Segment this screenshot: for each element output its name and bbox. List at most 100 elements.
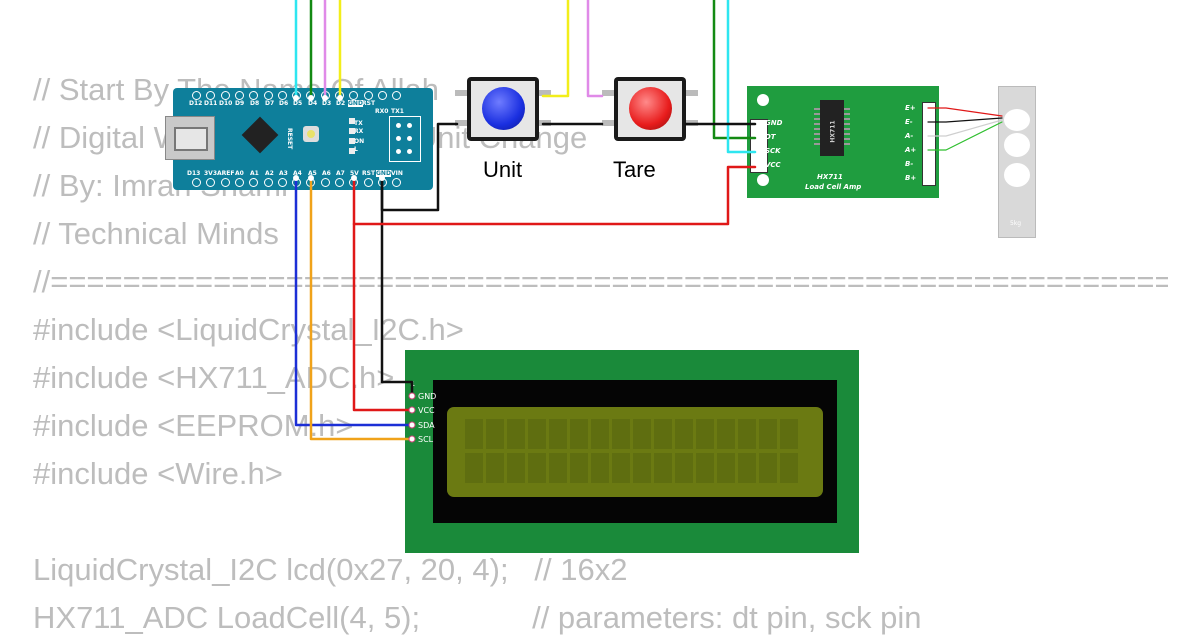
lcd-char-cell [780,419,798,449]
hx-pin-label: B- [905,160,914,168]
lcd-char-cell [654,453,672,483]
hx-pin-label: A- [905,132,914,140]
wire-violet[interactable] [586,0,604,98]
load-cell-hole [1004,109,1030,131]
pin-label: D9 [235,100,245,107]
pin-hole [249,91,259,100]
hx-pin-label: DT [765,133,776,141]
load-cell[interactable]: 5kg [998,86,1036,238]
hx-pin-label: SCK [765,147,781,155]
wire-green[interactable] [927,121,1003,151]
lcd-char-cell [780,453,798,483]
usb-port [165,116,215,160]
pin-hole [320,178,330,187]
unit-button-cap[interactable] [482,87,525,130]
pin-hole [206,91,216,100]
wire-red[interactable] [927,107,1003,117]
unit-button-label: Unit [483,157,523,182]
pin-hole [192,91,201,100]
mount-hole [757,174,769,186]
lcd-char-cell [633,453,651,483]
pin-dot [379,175,385,181]
wire-black[interactable] [380,176,414,398]
led-label: RX [354,128,364,135]
pin-dot [351,175,357,181]
lcd-pin-label: VCC [418,406,435,415]
lcd-char-cell [465,419,483,449]
wire-yellow[interactable] [541,0,570,98]
unit-pushbutton[interactable] [455,77,551,141]
wire-orange[interactable] [309,176,414,441]
pin-label: RST [362,100,376,107]
pin-label: RX0 [375,108,389,115]
tare-pushbutton[interactable] [602,77,698,141]
pin-label: D13 [187,170,201,177]
pin-hole [206,178,216,187]
wire-white[interactable] [927,119,1003,137]
pin-header [750,119,768,173]
code-line: // Technical Minds [33,216,279,251]
pin-label: RST [362,170,376,177]
lcd-char-cell [549,419,567,449]
led-label: TX [354,120,363,127]
pin-hole [234,178,244,187]
lcd-char-cell [675,419,693,449]
lcd-display[interactable]: 1 GND VCC SDA SCL [405,350,859,553]
led [349,148,355,154]
pin-label: A2 [265,170,274,177]
lcd-char-cell [612,419,630,449]
wire-cyan[interactable] [726,0,757,154]
pin-label: A4 [293,170,302,177]
load-cell-label: 5kg [1010,220,1022,227]
pin-label: TX1 [391,108,404,115]
pin-dot [408,421,416,429]
load-cell-hole [1004,163,1030,187]
lcd-char-cell [591,419,609,449]
wire-green[interactable] [712,0,757,140]
hx711-module[interactable]: GND DT SCK VCC HX711 HX711 Load Cell Amp… [747,86,939,198]
lcd-char-cell [675,453,693,483]
pin-dot [337,95,343,101]
hx-pin-label: E+ [905,104,916,112]
wire-blue[interactable] [294,176,414,427]
pin-hole [220,91,230,100]
led-label: L [354,146,358,153]
pin-hole [234,91,244,100]
lcd-char-cell [486,453,504,483]
lcd-char-cell [738,453,756,483]
lcd-char-cell [570,453,588,483]
lcd-char-cell [759,453,777,483]
pin-label: 3V3 [204,170,217,177]
pin-dots [293,95,416,443]
wire-red[interactable] [352,222,414,412]
hx711-title: HX711 [817,173,843,181]
reset-button[interactable] [303,126,319,142]
pin-hole [220,178,230,187]
pin-label: D5 [293,100,303,107]
wire-black[interactable] [927,117,1003,123]
pin-hole [263,178,273,187]
pin-hole [263,91,273,100]
code-line: HX711_ADC LoadCell(4, 5); // parameters:… [33,600,922,635]
pin-header [922,102,936,186]
hx-pin-label: A+ [905,146,917,154]
pin-label: AREF [217,170,235,177]
lcd-char-cell [528,419,546,449]
pin-label: D11 [204,100,218,107]
wire-red[interactable] [352,165,757,226]
pin-hole [377,91,387,100]
pin-dot [293,175,299,181]
lcd-char-cell [696,453,714,483]
led [349,128,355,134]
pin-label: D6 [279,100,289,107]
wire-black[interactable] [380,122,459,212]
tare-button-cap[interactable] [629,87,672,130]
pin-label: D3 [322,100,332,107]
pin-hole [277,178,287,187]
hx-pin-label: E- [905,118,913,126]
lcd-char-cell [507,453,525,483]
pin-hole [335,178,344,187]
arduino-nano-board[interactable]: RESET TX RX ON L D12 D11 D10 D9 D8 D7 D6… [165,88,433,190]
lcd-char-cell [759,419,777,449]
